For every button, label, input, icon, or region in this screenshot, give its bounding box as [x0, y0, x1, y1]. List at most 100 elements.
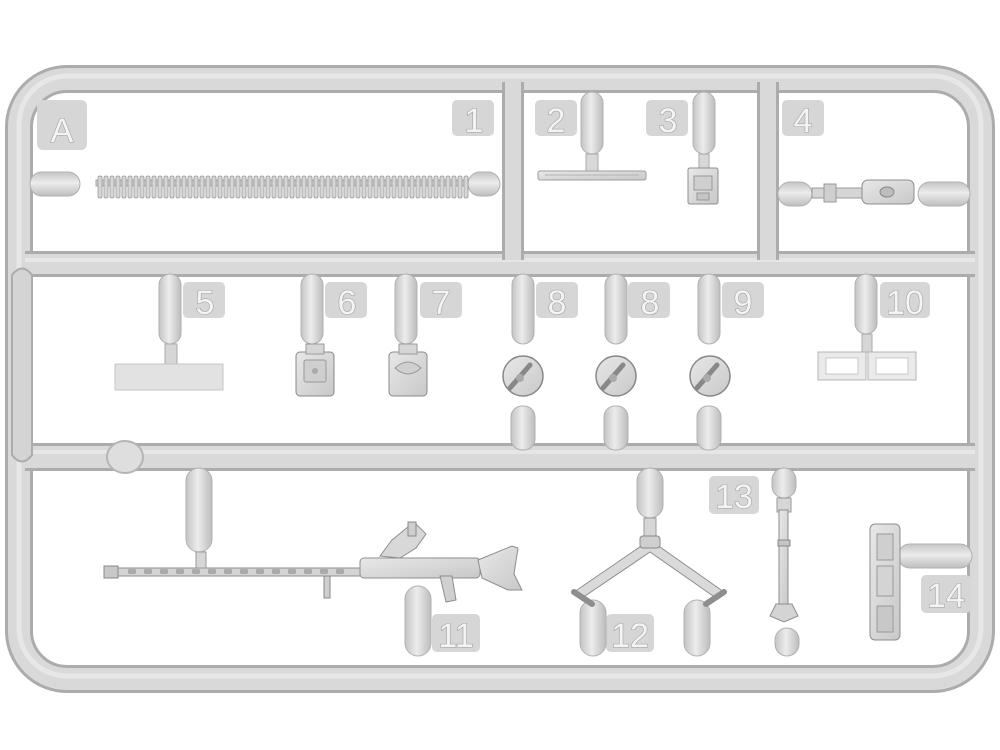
- part-number-14: 14: [927, 577, 965, 615]
- ammo-belt-link: [253, 175, 259, 199]
- part-5-plate: [114, 343, 224, 391]
- part-2-bar: [537, 153, 647, 181]
- ammo-belt-link: [439, 175, 445, 199]
- barrel-jacket-hole: [128, 569, 136, 574]
- ammo-belt-link: [211, 175, 217, 199]
- ammo-belt-link: [391, 175, 397, 199]
- ammo-belt-link: [169, 175, 175, 199]
- part-8a-drum: [502, 355, 544, 397]
- ammo-belt-link: [115, 175, 121, 199]
- part-9-drum: [689, 355, 731, 397]
- sprue-letter: A: [51, 112, 74, 150]
- barrel-jacket-hole: [272, 569, 280, 574]
- ammo-belt-link: [355, 175, 361, 199]
- ammo-belt-link: [259, 175, 265, 199]
- ammo-belt-link: [193, 175, 199, 199]
- ammo-belt-link: [307, 175, 313, 199]
- part-number-11: 11: [438, 617, 473, 655]
- part-6-receiver: [295, 343, 335, 397]
- part-number-8b: 8: [641, 284, 660, 322]
- barrel-jacket-hole: [256, 569, 264, 574]
- runner-upper: [25, 251, 975, 277]
- barrel-jacket-hole: [144, 569, 152, 574]
- ammo-belt-link: [373, 175, 379, 199]
- ammo-belt-link: [277, 175, 283, 199]
- part-number-1: 1: [465, 102, 484, 140]
- ammo-belt-link: [451, 175, 457, 199]
- ammo-belt-link: [235, 175, 241, 199]
- ammo-belt-link: [349, 175, 355, 199]
- part-number-7: 7: [432, 284, 451, 322]
- barrel-jacket-hole: [160, 569, 168, 574]
- ammo-belt-link: [229, 175, 235, 199]
- part-4-bracket: [811, 179, 915, 205]
- ammo-belt-link: [385, 175, 391, 199]
- part-12-bipod: [571, 517, 727, 607]
- ammo-belt-link: [175, 175, 181, 199]
- ammo-belt-link: [127, 175, 133, 199]
- part-3-box: [687, 153, 719, 205]
- ammo-belt-link: [397, 175, 403, 199]
- part-14-housing: [869, 523, 901, 641]
- barrel-jacket-hole: [320, 569, 328, 574]
- ammo-belt-link: [457, 175, 463, 199]
- ammo-belt-link: [163, 175, 169, 199]
- ammo-belt-link: [409, 175, 415, 199]
- part-number-5: 5: [196, 284, 215, 322]
- ammo-belt-link: [187, 175, 193, 199]
- ammo-belt-link: [199, 175, 205, 199]
- ammo-belt-link: [151, 175, 157, 199]
- part-number-10: 10: [886, 284, 924, 322]
- ammo-belt-link: [433, 175, 439, 199]
- ammo-belt-link: [241, 175, 247, 199]
- barrel-jacket-hole: [192, 569, 200, 574]
- ammo-belt-link: [379, 175, 385, 199]
- ammo-belt-link: [265, 175, 271, 199]
- ammo-belt-link: [139, 175, 145, 199]
- ammo-belt-link: [343, 175, 349, 199]
- ammo-belt-link: [121, 175, 127, 199]
- ammo-belt-link: [283, 175, 289, 199]
- ammo-belt-link: [325, 175, 331, 199]
- ammo-belt-link: [331, 175, 337, 199]
- ammo-belt-link: [97, 175, 103, 199]
- ammo-belt-link: [247, 175, 253, 199]
- gates: [29, 91, 973, 657]
- part-number-6: 6: [338, 284, 357, 322]
- barrel-jacket-hole: [336, 569, 344, 574]
- part-number-13: 13: [715, 478, 753, 516]
- ammo-belt-link: [301, 175, 307, 199]
- barrel-jacket-hole: [176, 569, 184, 574]
- ammo-belt-link: [223, 175, 229, 199]
- barrel-jacket-hole: [208, 569, 216, 574]
- barrel-jacket-hole: [224, 569, 232, 574]
- ammo-belt-link: [361, 175, 367, 199]
- ammo-belt-link: [217, 175, 223, 199]
- ammo-belt-link: [463, 175, 469, 199]
- ammo-belt-link: [313, 175, 319, 199]
- part-7-receiver: [388, 343, 428, 397]
- ammo-belt-link: [271, 175, 277, 199]
- ammo-belt-link: [109, 175, 115, 199]
- barrel-jacket-hole: [288, 569, 296, 574]
- sprue-letter-tab: A: [37, 100, 87, 151]
- part-number-tabs: 1 2 3 4 5 6 7 8 8 9 10 11 12 13 14: [183, 100, 971, 656]
- part-8b-drum: [595, 355, 637, 397]
- ammo-belt-link: [445, 175, 451, 199]
- sprue-frame: [5, 65, 995, 693]
- ammo-belt-link: [421, 175, 427, 199]
- part-number-2: 2: [547, 102, 566, 140]
- ammo-belt-link: [337, 175, 343, 199]
- part-number-9: 9: [734, 284, 753, 322]
- ammo-belt-link: [103, 175, 109, 199]
- ammo-belt-link: [145, 175, 151, 199]
- ammo-belt-link: [181, 175, 187, 199]
- part-13-tripod-leg: [769, 497, 799, 623]
- ammo-belt-link: [205, 175, 211, 199]
- barrel-jacket-hole: [240, 569, 248, 574]
- ammo-belt-link: [367, 175, 373, 199]
- ammo-belt-link: [403, 175, 409, 199]
- ammo-belt-link: [289, 175, 295, 199]
- ammo-belt-link: [133, 175, 139, 199]
